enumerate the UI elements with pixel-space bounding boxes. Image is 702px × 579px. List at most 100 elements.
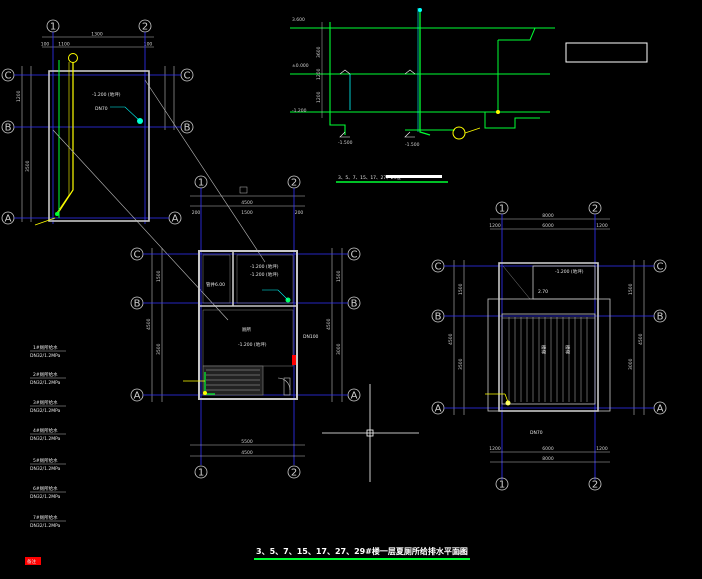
title-box [565, 42, 648, 63]
red-tag-text: 备注 [27, 558, 36, 565]
dim-side-0: 1200 [16, 90, 22, 102]
section-dim-0: 3600 [316, 46, 322, 58]
axis-bubble-c-center-right: C [347, 247, 361, 261]
center-dim-bottom-total: 4500 [241, 450, 253, 456]
center-dim-top-2: 200 [295, 210, 304, 216]
right-pipe-label: DN70 [530, 430, 543, 436]
right-dim-bottom-2: 1200 [596, 446, 608, 452]
svg-text:1: 1 [198, 468, 204, 479]
axis-bubble-2-right-bottom: 2 [588, 477, 602, 491]
right-dim-top-total: 8000 [542, 213, 554, 219]
room-note-2: -1.200 (地坪) [250, 271, 279, 278]
center-dim-bottom-1: 5500 [241, 439, 253, 445]
center-dim-top-total: 4500 [241, 200, 253, 206]
svg-text:C: C [134, 250, 141, 261]
axis-bubble-b-center-right: B [347, 296, 361, 310]
drawing-title-text: 3、5、7、15、17、27、29#楼一层夏厕所给排水平面图 [256, 546, 468, 556]
svg-text:DN32/1.2MPa: DN32/1.2MPa [30, 408, 61, 414]
section-note-0: -1.500 [338, 140, 353, 146]
level-top: 3.600 [292, 17, 305, 23]
svg-text:2: 2 [592, 480, 598, 491]
center-dim-top-0: 200 [192, 210, 201, 216]
axis-bubble-b-left: B [1, 120, 15, 134]
axis-bubble-a-right-right: A [653, 401, 667, 415]
axis-bubble-1-right-top: 1 [495, 201, 509, 215]
svg-text:A: A [351, 391, 358, 402]
axis-bubble-2-top: 2 [287, 175, 301, 189]
axis-bubble-1-top: 1 [194, 175, 208, 189]
axis-bubble-c-right: C [180, 68, 194, 82]
pipe-section: 3.600 ±0.000 -1.200 3600 1200 1200 -1.50… [290, 8, 648, 183]
svg-text:4#厕所给水: 4#厕所给水 [33, 427, 58, 434]
red-tag [25, 557, 41, 565]
svg-text:2#厕所给水: 2#厕所给水 [33, 371, 58, 378]
right-dim-right-0: 1500 [628, 283, 634, 295]
note-elev: -1.200 (地坪) [92, 91, 121, 98]
svg-text:C: C [351, 250, 358, 261]
svg-text:A: A [435, 404, 442, 415]
axis-bubble-2-right-top: 2 [588, 201, 602, 215]
room-main-label: 厕所 [242, 326, 251, 333]
plan-right: 1 2 8000 6000 1200 1200 C B A C B [431, 201, 667, 491]
legend: 1#厕所给水 DN32/1.2MPa 2#厕所给水 DN32/1.2MPa 3#… [25, 344, 66, 565]
svg-text:B: B [351, 299, 358, 310]
legend-item: 3#厕所给水 DN32/1.2MPa [30, 399, 66, 414]
right-dim-top-0: 1200 [489, 223, 501, 229]
legend-item: 1#厕所给水 DN32/1.2MPa [30, 344, 66, 359]
svg-text:DN32/1.2MPa: DN32/1.2MPa [30, 380, 61, 386]
legend-item: 4#厕所给水 DN32/1.2MPa [30, 427, 66, 442]
axis-bubble-b-center-left: B [130, 296, 144, 310]
axis-bubble-b-right-left: B [431, 309, 445, 323]
dim-top-2: 100 [144, 42, 153, 48]
right-dim-top-2: 1200 [596, 223, 608, 229]
dim-side-1: 3500 [25, 160, 31, 172]
stair-label-2: 楼梯 [564, 345, 571, 354]
right-dim-bottom-0: 1200 [489, 446, 501, 452]
dim-top-total: 1300 [91, 32, 103, 38]
svg-text:C: C [435, 262, 442, 273]
legend-item: 2#厕所给水 DN32/1.2MPa [30, 371, 66, 386]
center-dim-right-1: 3000 [336, 343, 342, 355]
svg-text:1: 1 [198, 178, 204, 189]
legend-item: 7#厕所给水 DN32/1.2MPa [30, 514, 66, 529]
svg-text:DN32/1.2MPa: DN32/1.2MPa [30, 436, 61, 442]
svg-text:A: A [657, 404, 664, 415]
center-dim-left-0: 1500 [156, 270, 162, 282]
axis-bubble-c-center-left: C [130, 247, 144, 261]
svg-text:C: C [184, 71, 191, 82]
level-low: -1.200 [292, 108, 307, 114]
axis-bubble-c-left: C [1, 68, 15, 82]
room-main-note: -1.200 (地坪) [238, 341, 267, 348]
right-dim-top-1: 6000 [542, 223, 554, 229]
svg-text:3#厕所给水: 3#厕所给水 [33, 399, 58, 406]
right-dim-left-0: 1500 [458, 283, 464, 295]
plan-left: 1 2 1300 100 1100 100 C B A C [1, 19, 266, 321]
svg-text:C: C [657, 262, 664, 273]
svg-text:A: A [172, 214, 179, 225]
section-dim-2: 1200 [316, 91, 322, 103]
axis-bubble-2-bottom: 2 [287, 465, 301, 479]
legend-item: 6#厕所给水 DN32/1.2MPa [30, 485, 66, 500]
axis-bubble-a-right: A [168, 211, 182, 225]
axis-bubble-c-right-right: C [653, 259, 667, 273]
svg-text:DN32/1.2MPa: DN32/1.2MPa [30, 353, 61, 359]
svg-text:C: C [5, 71, 12, 82]
center-dim-right-0: 1500 [336, 270, 342, 282]
center-dim-top-1: 1500 [241, 210, 253, 216]
room-note-1: -1.200 (地坪) [250, 263, 279, 270]
axis-bubble-a-center-right: A [347, 388, 361, 402]
svg-text:1: 1 [499, 204, 505, 215]
center-dim-right-total: 4500 [326, 318, 332, 330]
axis-bubble-a-center-left: A [130, 388, 144, 402]
svg-text:1: 1 [499, 480, 505, 491]
section-caption: 3、5、7、15、17、27、29楼 [338, 174, 401, 181]
axis-bubble-a-left: A [1, 211, 15, 225]
svg-text:1: 1 [50, 22, 56, 33]
drawing-scale: 1:100 [454, 550, 467, 556]
axis-bubble-1: 1 [46, 19, 60, 33]
svg-text:7#厕所给水: 7#厕所给水 [33, 514, 58, 521]
cad-crosshair-cursor[interactable] [322, 384, 419, 482]
right-dim-left-1: 3500 [458, 358, 464, 370]
svg-text:2: 2 [291, 178, 297, 189]
